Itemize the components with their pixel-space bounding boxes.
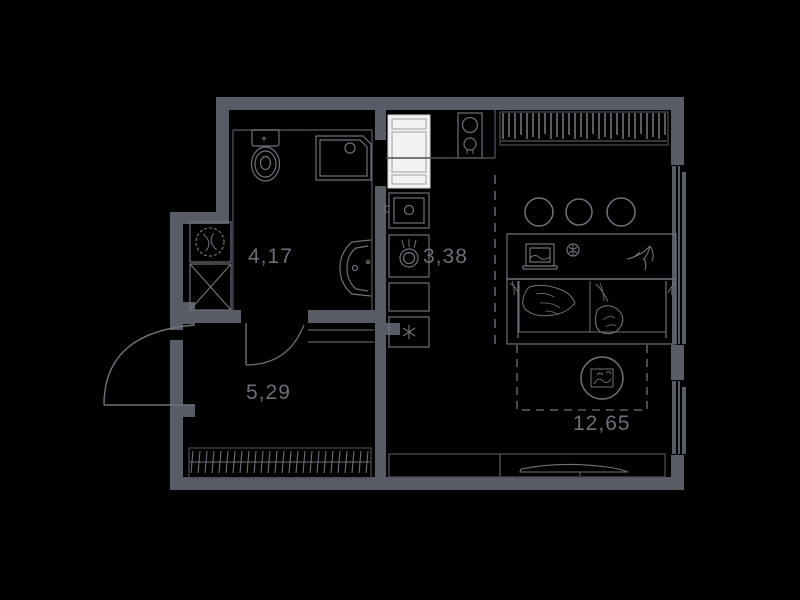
cooktop-icon — [457, 112, 483, 159]
wall-entrance-jamb-bottom — [173, 405, 195, 417]
bathroom-door-swing — [245, 323, 305, 366]
area-label-kitchen: 3,38 — [423, 245, 468, 268]
plant-sprig-icon — [626, 245, 654, 271]
area-label-hall: 5,29 — [246, 381, 291, 404]
table-decor-icon — [590, 368, 614, 388]
freezer-icon — [388, 316, 430, 348]
utility-x-box — [189, 263, 232, 311]
wall-kitchen-door-jamb — [386, 323, 400, 335]
wall-bottom — [170, 477, 684, 490]
hall-wardrobe-hatched — [188, 447, 372, 479]
entrance-door[interactable] — [103, 324, 196, 406]
extractor-hood-icon — [388, 234, 430, 278]
sofa-icon — [506, 278, 677, 345]
area-label-bathroom: 4,17 — [248, 245, 293, 268]
wall-hall-kitchen — [375, 323, 386, 480]
hall-shelf-line — [308, 329, 374, 343]
bathroom-fixtures — [189, 129, 373, 366]
washbasin-icon — [339, 239, 372, 297]
wall-kitchen-left-lower — [375, 186, 386, 323]
wall-right-middle — [671, 345, 684, 380]
console-table — [506, 233, 677, 280]
kitchen-counter-line — [386, 110, 496, 159]
wall-niche-left — [170, 212, 183, 317]
wall-decor-circles — [524, 197, 636, 227]
living-room-fixtures — [388, 111, 677, 478]
living-wardrobe-hatched — [499, 111, 669, 146]
round-coffee-table — [580, 356, 624, 400]
hall-fixtures — [103, 324, 374, 479]
wall-right-upper — [671, 97, 684, 165]
toilet-icon — [250, 129, 281, 182]
decor-circle-1 — [524, 197, 554, 227]
wall-bathroom-bottom-right — [308, 310, 386, 323]
kitchen-sink-icon — [384, 192, 430, 229]
kitchen-fixtures — [384, 110, 496, 350]
decor-circle-3 — [606, 197, 636, 227]
wall-entrance-jamb-top — [173, 302, 195, 324]
decor-circle-2 — [565, 198, 593, 226]
wall-top — [216, 97, 684, 110]
area-label-living-room: 12,65 — [573, 412, 631, 435]
washing-machine-icon — [189, 221, 232, 263]
rug-dashed-area — [516, 345, 648, 411]
shower-tray-icon — [315, 135, 372, 181]
window-lower — [671, 380, 686, 455]
wall-niche-top — [183, 212, 229, 224]
walls-group — [170, 97, 684, 490]
tv-unit — [388, 453, 666, 478]
refrigerator-icon — [387, 114, 431, 189]
window-upper — [671, 165, 686, 345]
wall-bathroom-kitchen — [375, 110, 386, 140]
windows-group — [671, 165, 686, 455]
wall-bathroom-left — [216, 97, 229, 212]
tv-screen-icon — [519, 463, 629, 476]
decor-knot-icon — [566, 243, 580, 257]
kitchen-cabinet — [388, 282, 430, 312]
wall-bathroom-bottom-left — [183, 310, 241, 323]
sofa-pillow — [594, 305, 624, 335]
picture-frame-icon — [522, 243, 558, 270]
